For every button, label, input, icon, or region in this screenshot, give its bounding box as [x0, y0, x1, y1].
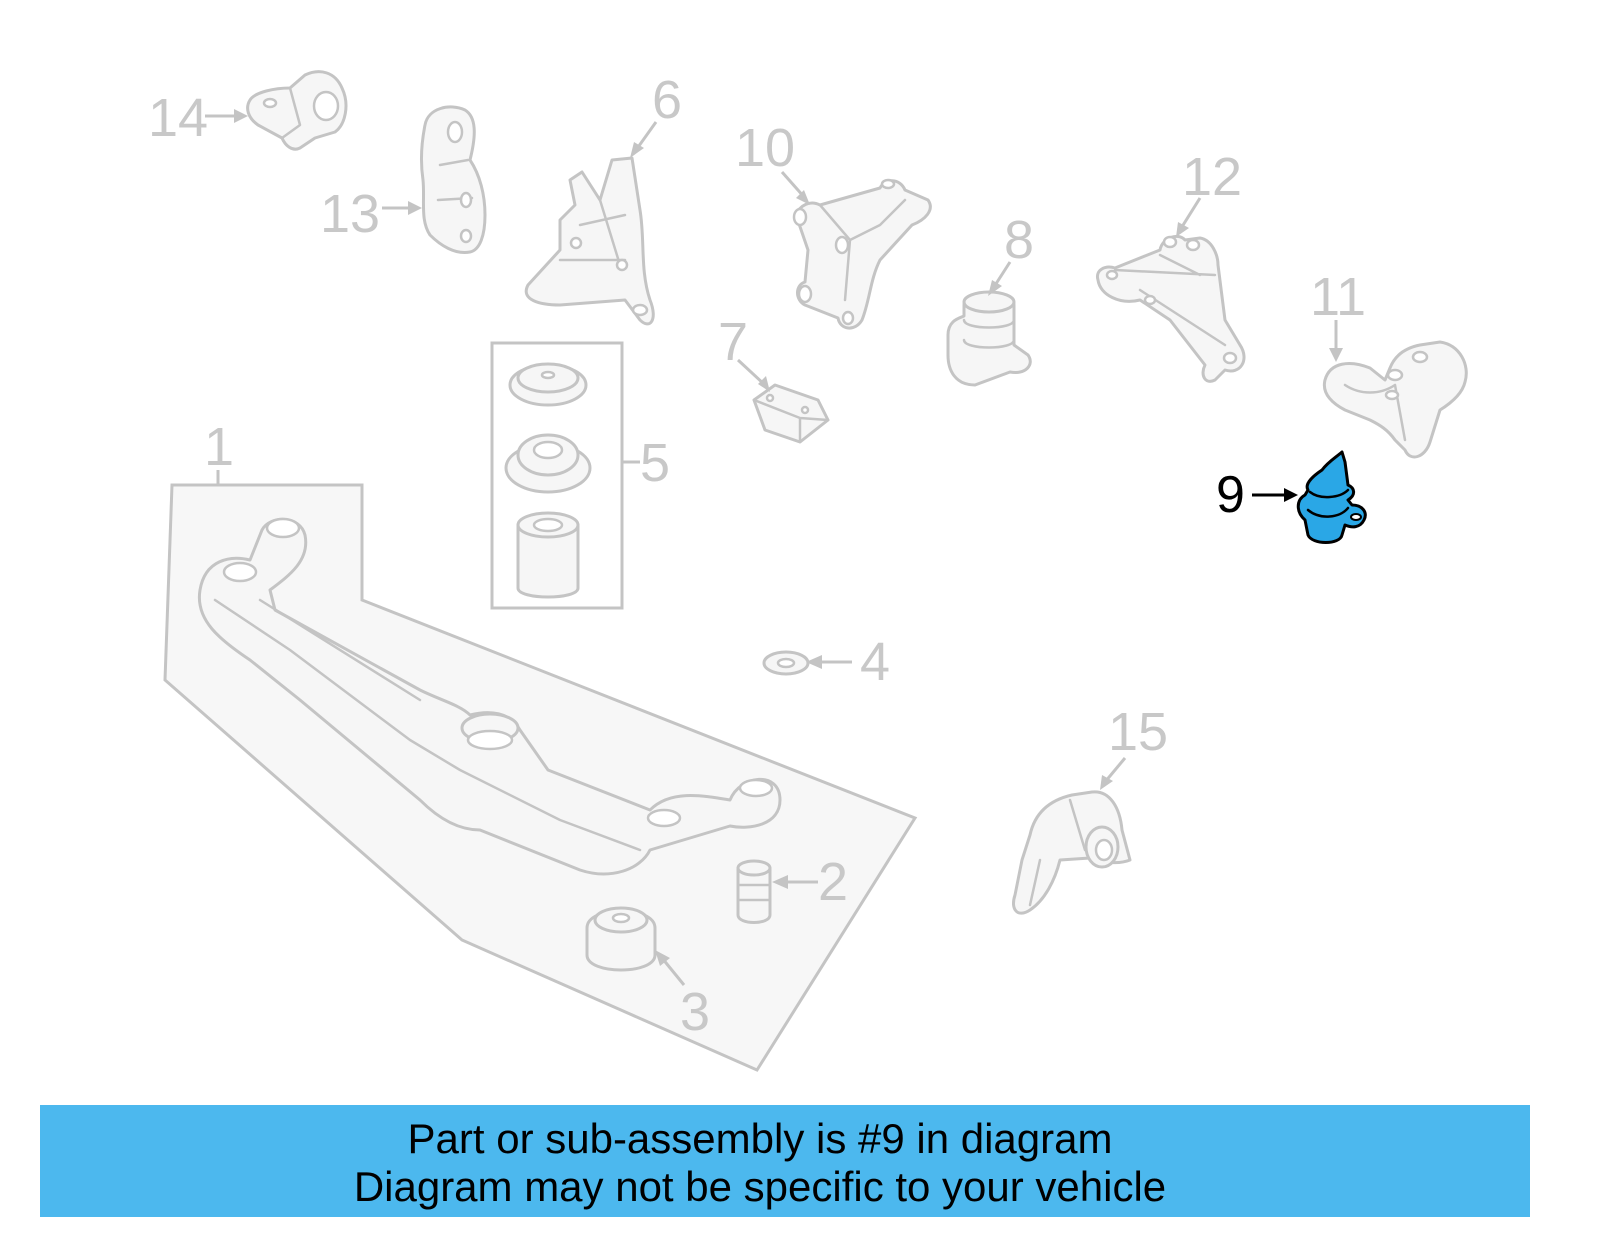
- banner-line-disclaimer: Diagram may not be specific to your vehi…: [353, 1163, 1167, 1210]
- callout-9: 9: [1216, 466, 1245, 524]
- part-13-bracket[interactable]: [420, 105, 487, 255]
- callout-1: 1: [204, 417, 234, 477]
- callout-14: 14: [148, 88, 208, 148]
- banner-line-part-number: Part or sub-assembly is #9 in diagram: [407, 1115, 1113, 1162]
- info-banner-background: [40, 1105, 1530, 1217]
- part-3-mount[interactable]: [585, 906, 657, 972]
- part-5-bushing-kit[interactable]: [490, 341, 624, 610]
- callout-5: 5: [640, 433, 670, 493]
- part-6-bracket[interactable]: [524, 156, 655, 326]
- part-11-mount[interactable]: [1322, 340, 1468, 459]
- part-9-mount-highlighted[interactable]: [1296, 450, 1367, 544]
- part-10-bracket[interactable]: [792, 178, 932, 330]
- part-15-mount[interactable]: [1012, 790, 1132, 915]
- part-8-engine-mount[interactable]: [946, 290, 1032, 387]
- callout-6: 6: [652, 70, 682, 130]
- callout-2: 2: [818, 852, 848, 912]
- part-12-bracket[interactable]: [1095, 234, 1246, 383]
- callout-13: 13: [320, 184, 380, 244]
- callout-8: 8: [1004, 210, 1034, 270]
- callout-15: 15: [1108, 702, 1168, 762]
- callout-7: 7: [718, 312, 748, 372]
- part-7-block[interactable]: [752, 383, 830, 444]
- info-banner: Part or sub-assembly is #9 in diagram Di…: [40, 1105, 1530, 1217]
- callout-12: 12: [1182, 147, 1242, 207]
- callout-10: 10: [735, 118, 795, 178]
- part-1-subframe-assembly[interactable]: [163, 483, 918, 1072]
- callout-11: 11: [1310, 267, 1366, 327]
- part-14-bracket[interactable]: [246, 70, 348, 151]
- part-2-bushing[interactable]: [736, 859, 772, 924]
- callout-4: 4: [860, 632, 890, 692]
- part-4-washer[interactable]: [762, 650, 810, 676]
- callout-3: 3: [680, 982, 710, 1042]
